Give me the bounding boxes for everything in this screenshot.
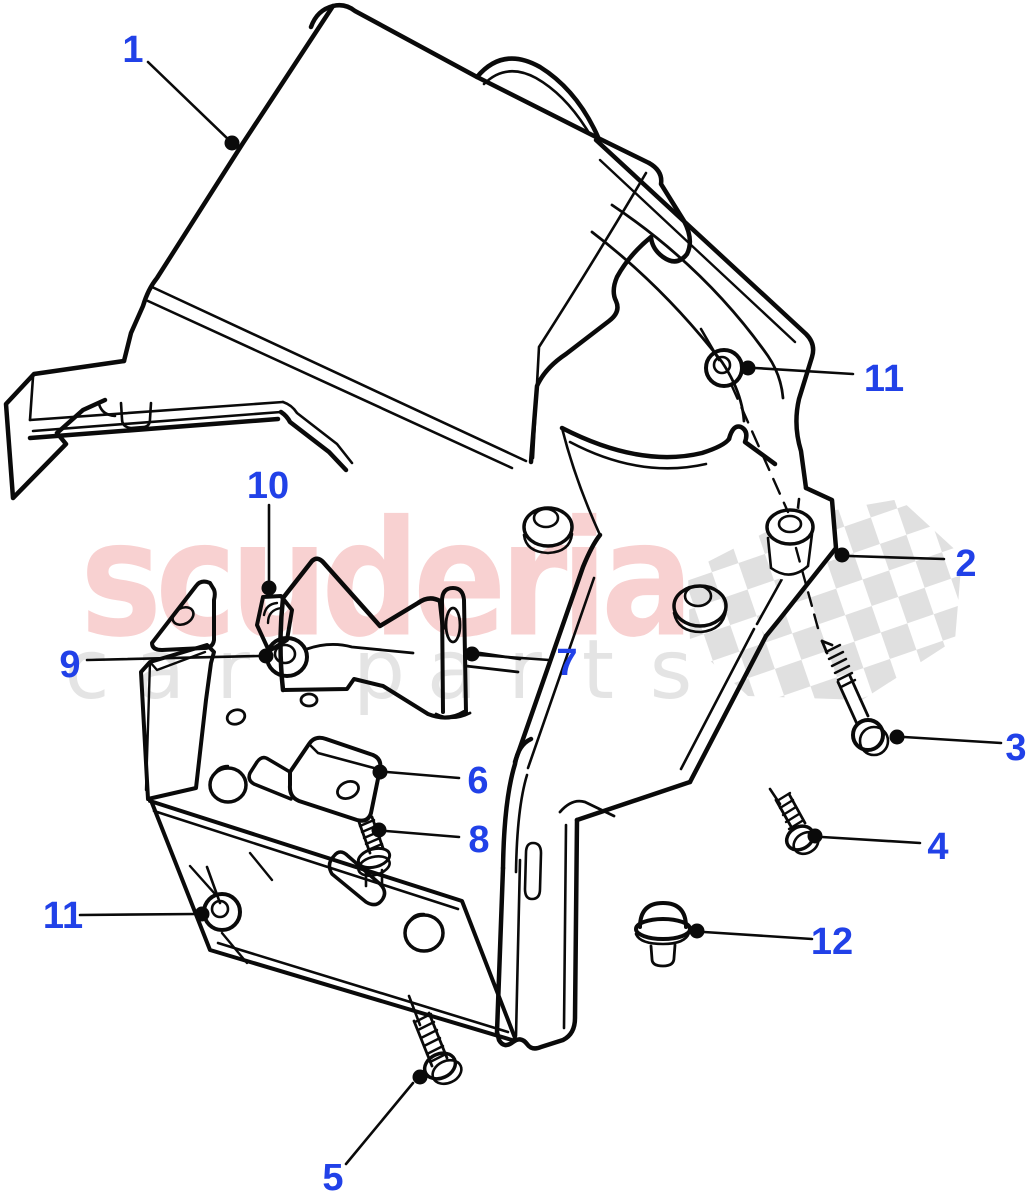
- watermark-letter: r: [216, 623, 250, 718]
- part-clamp: [287, 735, 383, 823]
- callout-label-11b[interactable]: 11: [42, 895, 84, 937]
- callout-label-6[interactable]: 6: [467, 760, 489, 802]
- callout-label-3[interactable]: 3: [1005, 727, 1027, 769]
- callout-label-8[interactable]: 8: [468, 819, 490, 861]
- part-screw-small: [768, 787, 820, 856]
- part-bolt: [794, 546, 890, 757]
- watermark-letter: c: [64, 623, 110, 718]
- part-stud-spring: [356, 815, 392, 888]
- part-grommet: [634, 901, 692, 968]
- callout-label-2[interactable]: 2: [955, 543, 977, 585]
- callout-label-12[interactable]: 12: [810, 921, 854, 963]
- part-bracket-tab: [440, 586, 468, 714]
- callout-label-5[interactable]: 5: [322, 1157, 344, 1199]
- part-upper-shroud: [3, 2, 693, 501]
- part-flanged-screw-top: [699, 327, 744, 388]
- watermark-letter: p: [352, 623, 406, 718]
- watermark-letter: t: [581, 623, 615, 718]
- part-screw-bottom: [407, 994, 463, 1086]
- callout-label-7[interactable]: 7: [556, 642, 578, 684]
- part-bracket-assembly: [139, 556, 522, 1042]
- callout-label-4[interactable]: 4: [927, 826, 949, 868]
- part-lower-shroud: [494, 137, 839, 1051]
- callout-label-10[interactable]: 10: [246, 465, 290, 507]
- callout-label-11a[interactable]: 11: [863, 358, 905, 400]
- callout-dots: [194, 135, 905, 1085]
- leader-lines: [78, 60, 1003, 1166]
- watermark-letter: s: [649, 623, 693, 718]
- callout-label-1[interactable]: 1: [122, 29, 144, 71]
- axis-dashed-line: [729, 382, 790, 514]
- watermark-brand-text: scuderia: [80, 486, 694, 673]
- callout-label-9[interactable]: 9: [59, 644, 81, 686]
- part-flanged-screw-bottom: [202, 865, 242, 932]
